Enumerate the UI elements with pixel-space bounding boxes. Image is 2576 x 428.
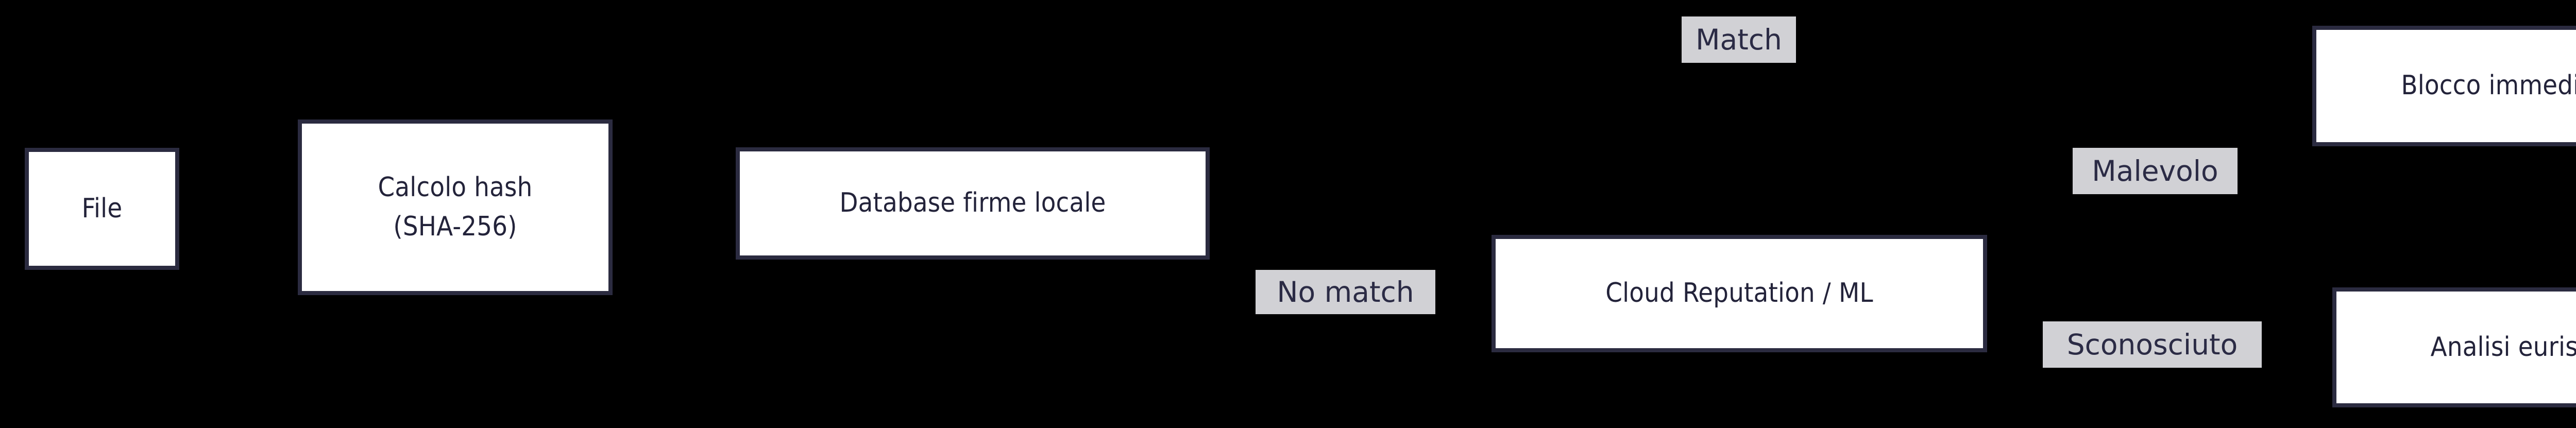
node-cloud-reputation-ml[interactable]: Cloud Reputation / ML: [1492, 235, 1987, 352]
edge-label-malevolo: Malevolo: [2073, 148, 2238, 194]
node-cloud-reputation-ml-label: Cloud Reputation / ML: [1605, 278, 1873, 309]
edge-label-sconosciuto: Sconosciuto: [2043, 321, 2262, 368]
node-blocco-immediato[interactable]: Blocco immediato: [2312, 26, 2576, 146]
node-database-firme-locale-label: Database firme locale: [839, 187, 1106, 219]
edge-label-match: Match: [1682, 16, 1796, 63]
node-analisi-euristica[interactable]: Analisi euristica: [2332, 287, 2576, 407]
edge-label-no-match: No match: [1256, 270, 1435, 314]
node-calcolo-hash[interactable]: Calcolo hash (SHA-256): [298, 119, 613, 295]
edge-hash-to-db: [612, 202, 732, 208]
node-file-label: File: [81, 193, 123, 224]
node-blocco-immediato-label: Blocco immediato: [2401, 70, 2576, 101]
node-calcolo-hash-label: Calcolo hash (SHA-256): [378, 172, 533, 242]
node-analisi-euristica-label: Analisi euristica: [2430, 331, 2576, 363]
arrowhead-db-block: [2299, 78, 2313, 90]
node-database-firme-locale[interactable]: Database firme locale: [736, 147, 1210, 260]
node-file[interactable]: File: [25, 148, 179, 270]
